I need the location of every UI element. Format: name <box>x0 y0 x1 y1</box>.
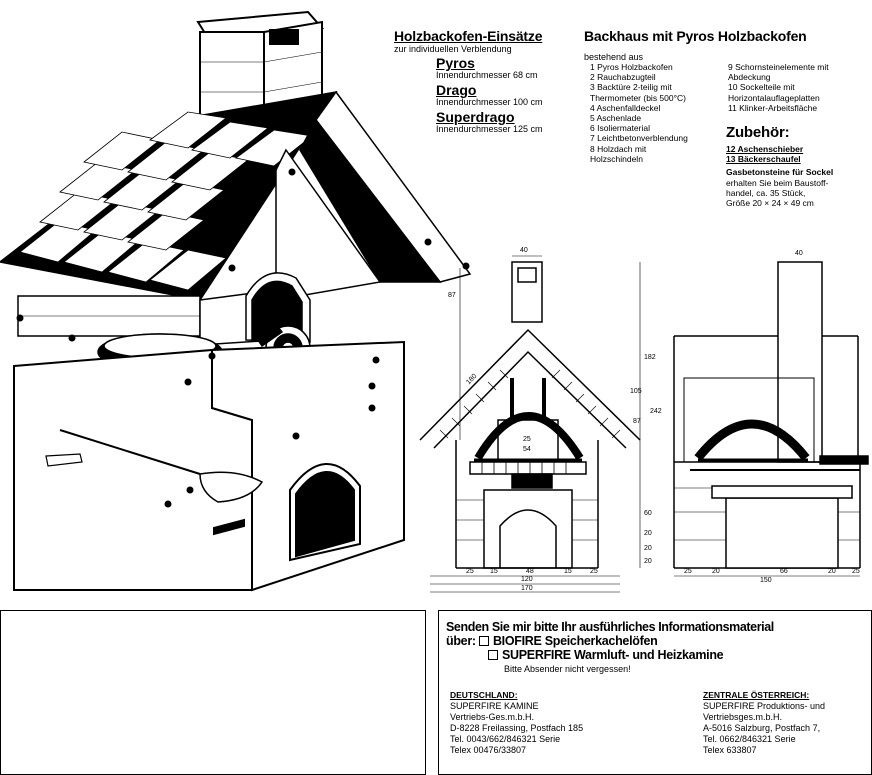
dim-front-b4: 15 <box>564 568 572 575</box>
model-pyros-desc: Innendurchmesser 68 cm <box>436 70 538 80</box>
superfire-option: SUPERFIRE Warmluft- und Heizkamine <box>502 648 724 662</box>
inserts-subtitle: zur individuellen Verblendung <box>394 44 512 54</box>
blank-box <box>0 610 426 775</box>
dim-side-b5: 25 <box>852 568 860 575</box>
dim-front-b5: 25 <box>590 568 598 575</box>
backhaus-title: Backhaus mit Pyros Holzbackofen <box>584 28 807 44</box>
austria-line-3: A-5016 Salzburg, Postfach 7, <box>703 723 821 733</box>
coupon-headline-1: Senden Sie mir bitte Ihr ausführliches I… <box>446 620 774 634</box>
backhaus-block: Backhaus mit Pyros Holzbackofen bestehen… <box>584 28 870 62</box>
backhaus-items-left: 1 Pyros Holzbackofen 2 Rauchabzugteil 3 … <box>590 62 688 164</box>
dim-side-b1: 25 <box>684 568 692 575</box>
coupon-note: Bitte Absender nicht vergessen! <box>504 664 631 674</box>
austria-line-4: Tel. 0662/846321 Serie <box>703 734 796 744</box>
accessory-13: 13 Bäckerschaufel <box>726 154 801 165</box>
accessory-12: 12 Aschenschieber <box>726 144 804 154</box>
contact-germany: DEUTSCHLAND: SUPERFIRE KAMINE Vertriebs-… <box>450 690 583 756</box>
germany-line-5: Telex 00476/33807 <box>450 745 527 755</box>
backhaus-intro: bestehend aus <box>584 52 644 62</box>
base-block <box>13 340 405 592</box>
dim-side-150: 150 <box>760 577 772 584</box>
callout-dots <box>16 168 470 508</box>
dim-oven-25: 25 <box>523 436 531 443</box>
biofire-option: BIOFIRE Speicherkachelöfen <box>492 634 658 648</box>
dim-front-170: 170 <box>521 585 533 592</box>
dim-front-60: 60 <box>644 510 652 517</box>
model-pyros-name: Pyros <box>436 55 475 71</box>
item-8b: Holzschindeln <box>590 153 643 164</box>
dim-front-b2: 15 <box>490 568 498 575</box>
dim-front-top: 40 <box>520 247 528 254</box>
dim-front-242: 242 <box>650 408 662 415</box>
austria-line-1: SUPERFIRE Produktions- und <box>703 701 826 711</box>
dim-front-87a: 87 <box>448 292 456 299</box>
item-3: 3 Backtüre 2-teilig mit <box>590 82 672 93</box>
dim-front-20b: 20 <box>644 545 652 552</box>
model-drago-name: Drago <box>436 82 477 98</box>
item-7: 7 Leichtbetonverblendung <box>590 133 688 144</box>
inserts-block: Holzbackofen-Einsätze zur individuellen … <box>394 28 574 134</box>
germany-title: DEUTSCHLAND: <box>450 690 518 700</box>
item-4: 4 Aschenfalldeckel <box>590 102 661 113</box>
biofire-checkbox[interactable] <box>478 636 489 646</box>
dim-front-b3: 48 <box>526 568 534 575</box>
gasbeton-line-3: Größe 20 × 24 × 49 cm <box>726 198 814 209</box>
dim-front-120: 120 <box>521 576 533 583</box>
gasbeton-line-2: handel, ca. 35 Stück, <box>726 187 806 198</box>
dim-front-182: 182 <box>644 354 656 361</box>
superfire-checkbox[interactable] <box>488 650 498 660</box>
contact-austria: ZENTRALE ÖSTERREICH: SUPERFIRE Produktio… <box>703 690 825 756</box>
coupon-uber: über: <box>446 634 476 648</box>
item-6: 6 Isoliermaterial <box>590 123 650 134</box>
item-9: 9 Schornsteinelemente mit <box>728 62 829 72</box>
backhaus-items-right: 9 Schornsteinelemente mit Abdeckung 10 S… <box>728 62 829 113</box>
germany-line-2: Vertriebs-Ges.m.b.H. <box>450 712 535 722</box>
dim-side-b2: 20 <box>712 568 720 575</box>
coupon-headline: Senden Sie mir bitte Ihr ausführliches I… <box>446 620 866 674</box>
front-view-drawing <box>419 255 641 593</box>
dim-oven-54: 54 <box>523 446 531 453</box>
item-1: 1 Pyros Holzbackofen <box>590 62 673 72</box>
chimney <box>196 10 325 154</box>
dim-front-105: 105 <box>630 388 642 395</box>
austria-line-2: Vertriebsges.m.b.H. <box>703 712 783 722</box>
model-superdrago-desc: Innendurchmesser 125 cm <box>436 124 543 134</box>
model-superdrago-name: Superdrago <box>436 109 515 125</box>
roof <box>0 90 472 301</box>
dim-front-20c: 20 <box>644 558 652 565</box>
accessories-block: Zubehör: 12 Aschenschieber 13 Bäckerscha… <box>726 124 870 208</box>
item-10b: Horizontalauflageplatten <box>728 92 820 103</box>
item-5: 5 Aschenlade <box>590 113 642 124</box>
item-8: 8 Holzdach mit <box>590 143 647 154</box>
dim-front-87b: 87 <box>633 418 641 425</box>
germany-line-4: Tel. 0043/662/846321 Serie <box>450 734 561 744</box>
accessories-title: Zubehör: <box>726 124 790 141</box>
dim-side-b4: 20 <box>828 568 836 575</box>
dim-front-b1: 25 <box>466 568 474 575</box>
dim-side-b3: 66 <box>780 568 788 575</box>
item-10: 10 Sockelteile mit <box>728 82 795 93</box>
austria-title: ZENTRALE ÖSTERREICH: <box>703 690 810 700</box>
model-drago-desc: Innendurchmesser 100 cm <box>436 97 543 107</box>
dim-front-20a: 20 <box>644 530 652 537</box>
bakehouse-illustration <box>0 10 472 592</box>
germany-line-1: SUPERFIRE KAMINE <box>450 701 539 711</box>
germany-line-3: D-8228 Freilassing, Postfach 185 <box>450 723 584 733</box>
inserts-title: Holzbackofen-Einsätze <box>394 28 543 44</box>
item-2: 2 Rauchabzugteil <box>590 72 656 83</box>
gasbeton-title: Gasbetonsteine für Sockel <box>726 167 834 178</box>
item-11: 11 Klinker-Arbeitsfläche <box>728 102 818 113</box>
item-3b: Thermometer (bis 500°C) <box>590 92 686 103</box>
gasbeton-line-1: erhalten Sie beim Baustoff- <box>726 177 829 188</box>
side-view-drawing <box>673 261 869 577</box>
item-9b: Abdeckung <box>728 72 771 83</box>
austria-line-5: Telex 633807 <box>703 745 757 755</box>
dim-side-top: 40 <box>795 250 803 257</box>
